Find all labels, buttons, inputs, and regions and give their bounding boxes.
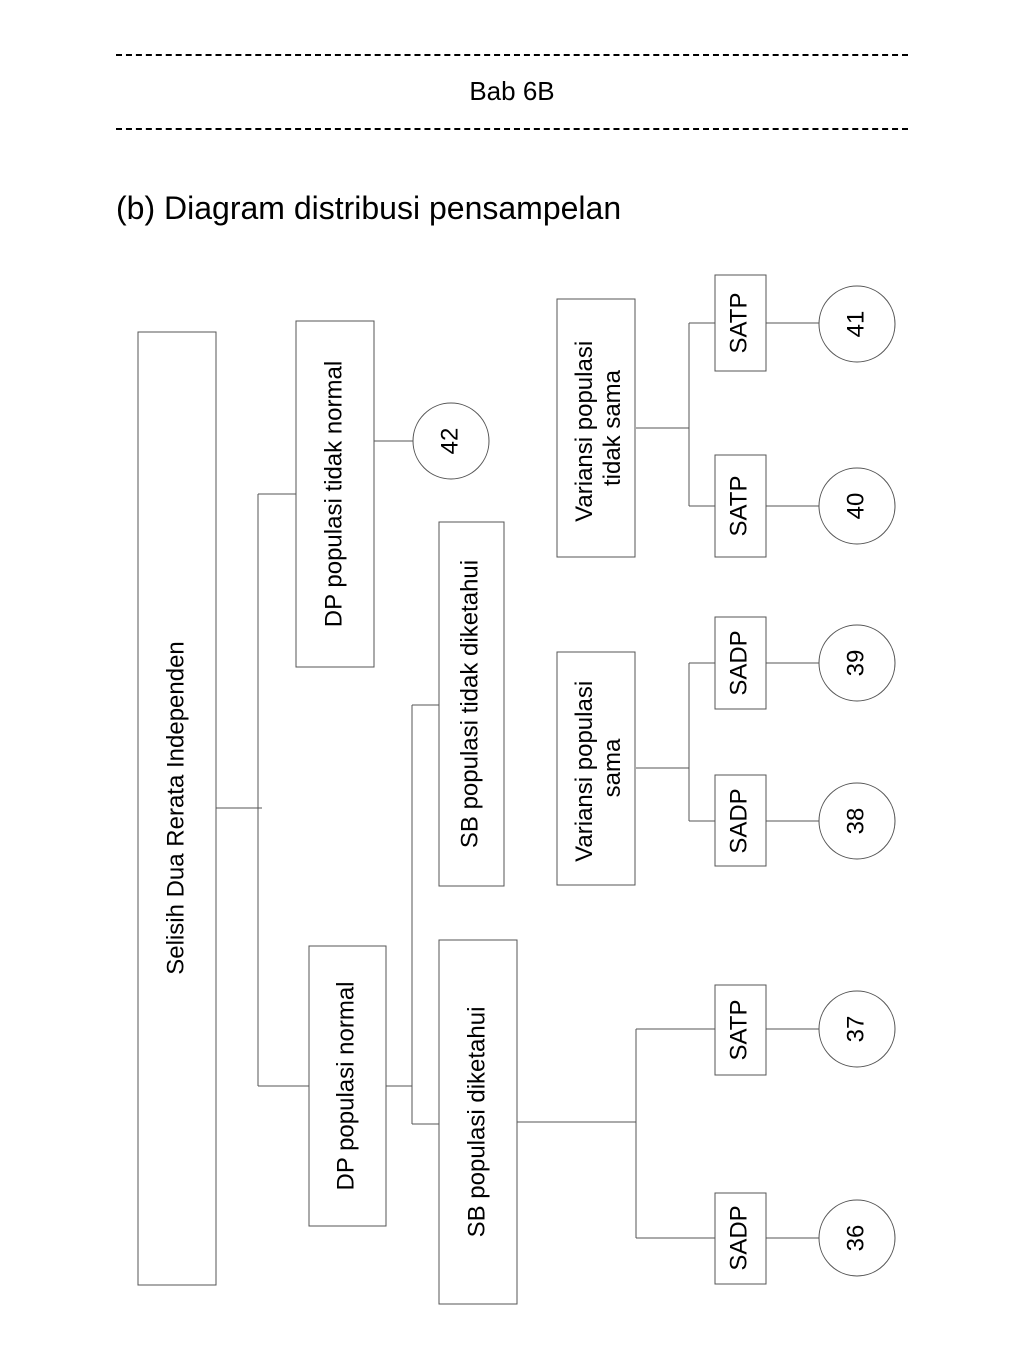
leaf-sadp-36-label: SADP [725, 1205, 752, 1270]
leaf-satp-40-label: SATP [725, 476, 752, 537]
circle-41-label: 41 [842, 311, 869, 338]
root-label: Selisih Dua Rerata Independen [162, 641, 189, 975]
leaf-satp-41: SATP [714, 274, 767, 372]
dp-normal-node: DP populasi normal [308, 945, 387, 1227]
dp-tidak-normal-label: DP populasi tidak normal [320, 361, 347, 627]
circle-38-label: 38 [842, 808, 869, 835]
variansi-tidak-sama-line1: Variansi populasi [571, 341, 598, 522]
leaf-sadp-39: SADP [714, 616, 767, 710]
connectors [216, 322, 819, 1239]
page-title: (b) Diagram distribusi pensampelan [116, 190, 622, 226]
leaf-satp-37-label: SATP [725, 1000, 752, 1061]
top-dashed-rule [116, 54, 908, 56]
sb-tidak-diketahui-label: SB populasi tidak diketahui [456, 560, 483, 848]
leaf-satp-40: SATP [714, 454, 767, 558]
bottom-dashed-rule [116, 128, 908, 130]
leaf-satp-37: SATP [714, 984, 767, 1076]
circle-42: 42 [412, 402, 490, 480]
circle-42-label: 42 [436, 428, 463, 455]
variansi-sama-line2: sama [599, 738, 626, 797]
sb-tidak-diketahui-node: SB populasi tidak diketahui [438, 521, 505, 887]
sb-diketahui-node: SB populasi diketahui [438, 939, 518, 1305]
dp-normal-label: DP populasi normal [332, 981, 359, 1190]
variansi-tidak-sama-text: Variansi populasi tidak sama [571, 334, 626, 522]
dp-tidak-normal-node: DP populasi tidak normal [295, 320, 375, 668]
circle-36-label: 36 [842, 1225, 869, 1252]
circle-36: 36 [818, 1199, 896, 1277]
circle-39: 39 [818, 624, 896, 702]
variansi-tidak-sama-line2: tidak sama [599, 369, 626, 486]
chapter-label: Bab 6B [469, 76, 555, 106]
circle-37: 37 [818, 990, 896, 1068]
root-node: Selisih Dua Rerata Independen [137, 331, 217, 1286]
circle-40: 40 [818, 467, 896, 545]
circle-37-label: 37 [842, 1016, 869, 1043]
sb-diketahui-label: SB populasi diketahui [463, 1007, 490, 1238]
variansi-sama-node: Variansi populasi sama [556, 651, 636, 886]
leaf-sadp-38: SADP [714, 774, 767, 867]
circle-38: 38 [818, 782, 896, 860]
circle-39-label: 39 [842, 650, 869, 677]
leaf-sadp-39-label: SADP [725, 630, 752, 695]
circle-41: 41 [818, 285, 896, 363]
variansi-sama-text: Variansi populasi sama [571, 674, 626, 862]
leaf-satp-41-label: SATP [725, 293, 752, 354]
variansi-sama-line1: Variansi populasi [571, 681, 598, 862]
variansi-tidak-sama-node: Variansi populasi tidak sama [556, 298, 636, 558]
leaf-sadp-36: SADP [714, 1192, 767, 1285]
circle-40-label: 40 [842, 493, 869, 520]
leaf-sadp-38-label: SADP [725, 788, 752, 853]
